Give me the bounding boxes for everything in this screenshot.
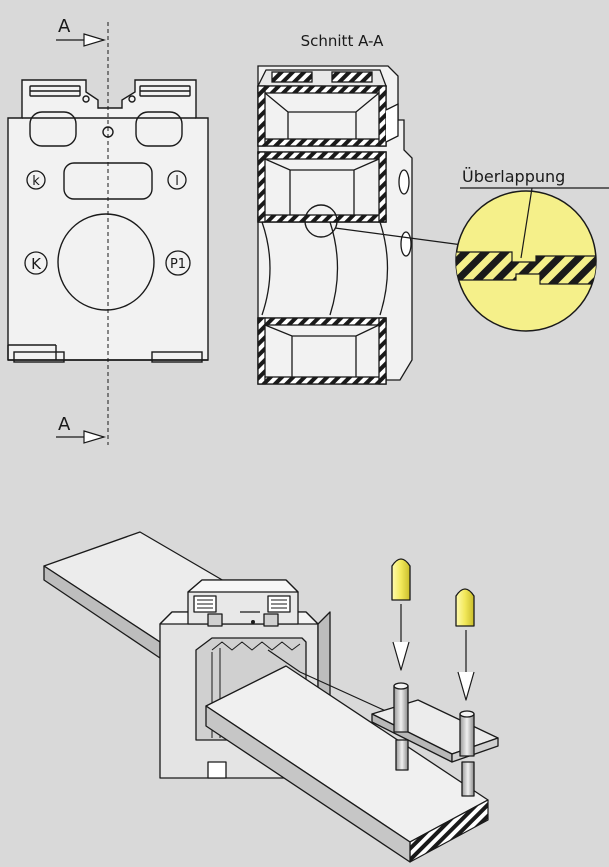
section-marker-bottom: A	[58, 414, 71, 435]
terminal-k-large: K	[24, 251, 48, 275]
cap-left	[391, 558, 411, 601]
section-title: Schnitt A-A	[301, 32, 384, 50]
terminal-k-small: k	[26, 170, 46, 190]
pin-left	[393, 682, 409, 771]
section-line: A A	[56, 16, 109, 445]
terminal-markings: k l K P1	[24, 170, 191, 276]
terminal-l-small: l	[167, 170, 187, 190]
overlap-label: Überlappung	[462, 167, 565, 186]
terminal-p1-label: P1	[170, 257, 186, 272]
assembly-view	[43, 531, 499, 863]
cap-right	[455, 588, 475, 627]
terminal-k-large-label: K	[31, 255, 42, 273]
section-marker-top: A	[58, 16, 71, 37]
overlap-detail: Überlappung	[455, 167, 609, 332]
section-view	[256, 65, 471, 385]
terminal-p1: P1	[165, 250, 191, 276]
pin-right	[459, 710, 475, 797]
terminal-k-small-label: k	[32, 174, 40, 189]
terminal-l-small-label: l	[175, 174, 179, 189]
